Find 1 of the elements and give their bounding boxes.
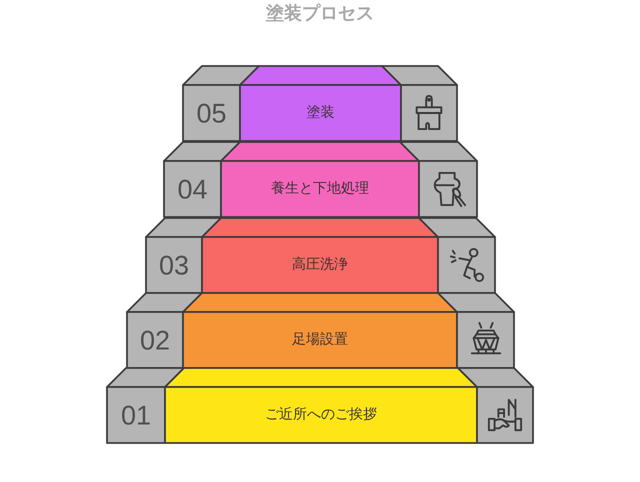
title: 塗装プロセス: [266, 3, 374, 25]
